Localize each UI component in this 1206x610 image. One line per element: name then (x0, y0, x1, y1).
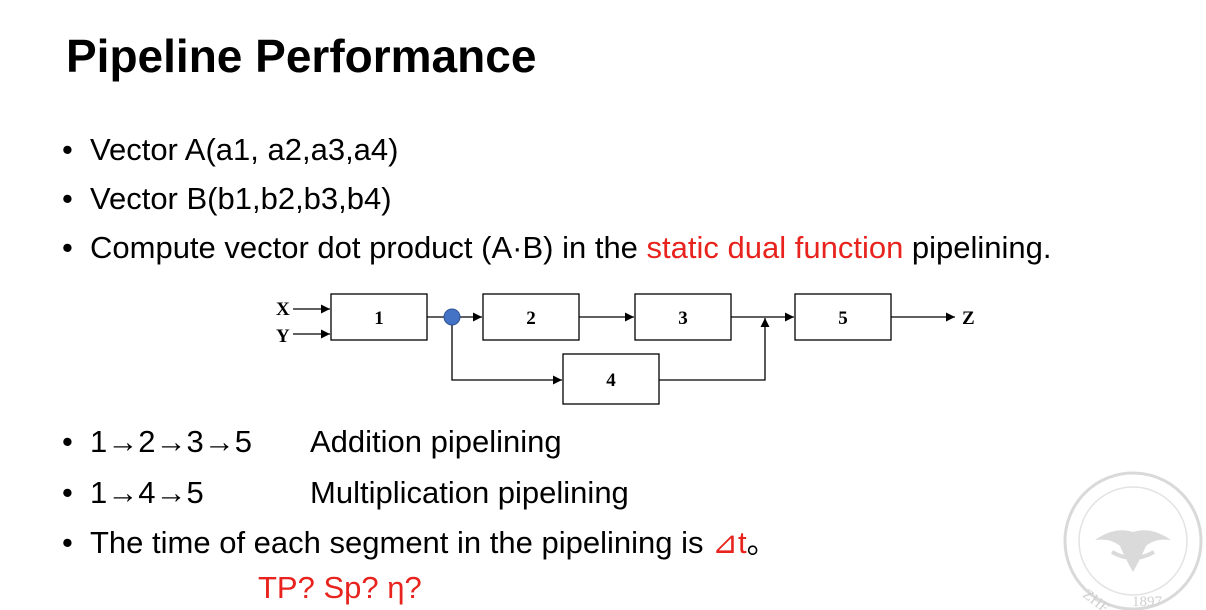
stage-4-label: 4 (606, 370, 616, 391)
input-y-label: Y (276, 326, 290, 347)
performance-questions: TP? Sp? η? (258, 570, 422, 605)
stage-1-label: 1 (374, 308, 384, 329)
slide-title: Pipeline Performance (66, 30, 537, 82)
output-z-label: Z (962, 308, 975, 329)
vector-b-text: Vector B(b1,b2,b3,b4) (90, 181, 392, 216)
time-symbol: ⊿t (712, 525, 747, 560)
branch-node (443, 308, 461, 326)
pipeline-diagram: X Y 1 2 3 5 4 Z (276, 293, 975, 405)
stage-3-label: 3 (678, 308, 688, 329)
compute-suffix: pipelining. (903, 230, 1052, 265)
time-suffix: 。 (746, 525, 778, 560)
bullet-time: • The time of each segment in the pipelin… (62, 525, 778, 560)
time-prefix: The time of each segment in the pipelini… (90, 525, 713, 560)
bullet-dot: • (62, 230, 73, 265)
stage-4-box (562, 353, 660, 405)
compute-highlight: static dual function (646, 230, 904, 265)
svg-text:1897: 1897 (1132, 594, 1163, 610)
bullet-dot: • (62, 475, 73, 510)
addition-path: 1→2→3→5 (90, 424, 252, 459)
bullet-vector-b: • Vector B(b1,b2,b3,b4) (62, 181, 392, 216)
university-seal-logo: ZHE 1897 (1063, 471, 1203, 610)
vector-a-text: Vector A(a1, a2,a3,a4) (90, 132, 399, 167)
bullet-multiplication: • 1→4→5 Multiplication pipelining (62, 475, 629, 510)
input-x-label: X (276, 299, 290, 320)
bullet-addition: • 1→2→3→5 Addition pipelining (62, 424, 562, 459)
bullet-vector-a: • Vector A(a1, a2,a3,a4) (62, 132, 399, 167)
stage-2-label: 2 (526, 308, 536, 329)
stage-4-to-merge-arrow (659, 318, 770, 381)
multiplication-path: 1→4→5 (90, 475, 204, 510)
bullet-compute: • Compute vector dot product (A·B) in the… (62, 230, 1052, 265)
bullet-dot: • (62, 525, 73, 560)
stage-5-label: 5 (838, 308, 848, 329)
multiplication-label: Multiplication pipelining (310, 475, 629, 510)
bullet-dot: • (62, 424, 73, 459)
bullet-dot: • (62, 132, 73, 167)
addition-label: Addition pipelining (310, 424, 562, 459)
branch-to-stage-4-arrow (451, 325, 562, 385)
bullet-dot: • (62, 181, 73, 216)
compute-prefix: Compute vector dot product (A·B) in the (90, 230, 647, 265)
